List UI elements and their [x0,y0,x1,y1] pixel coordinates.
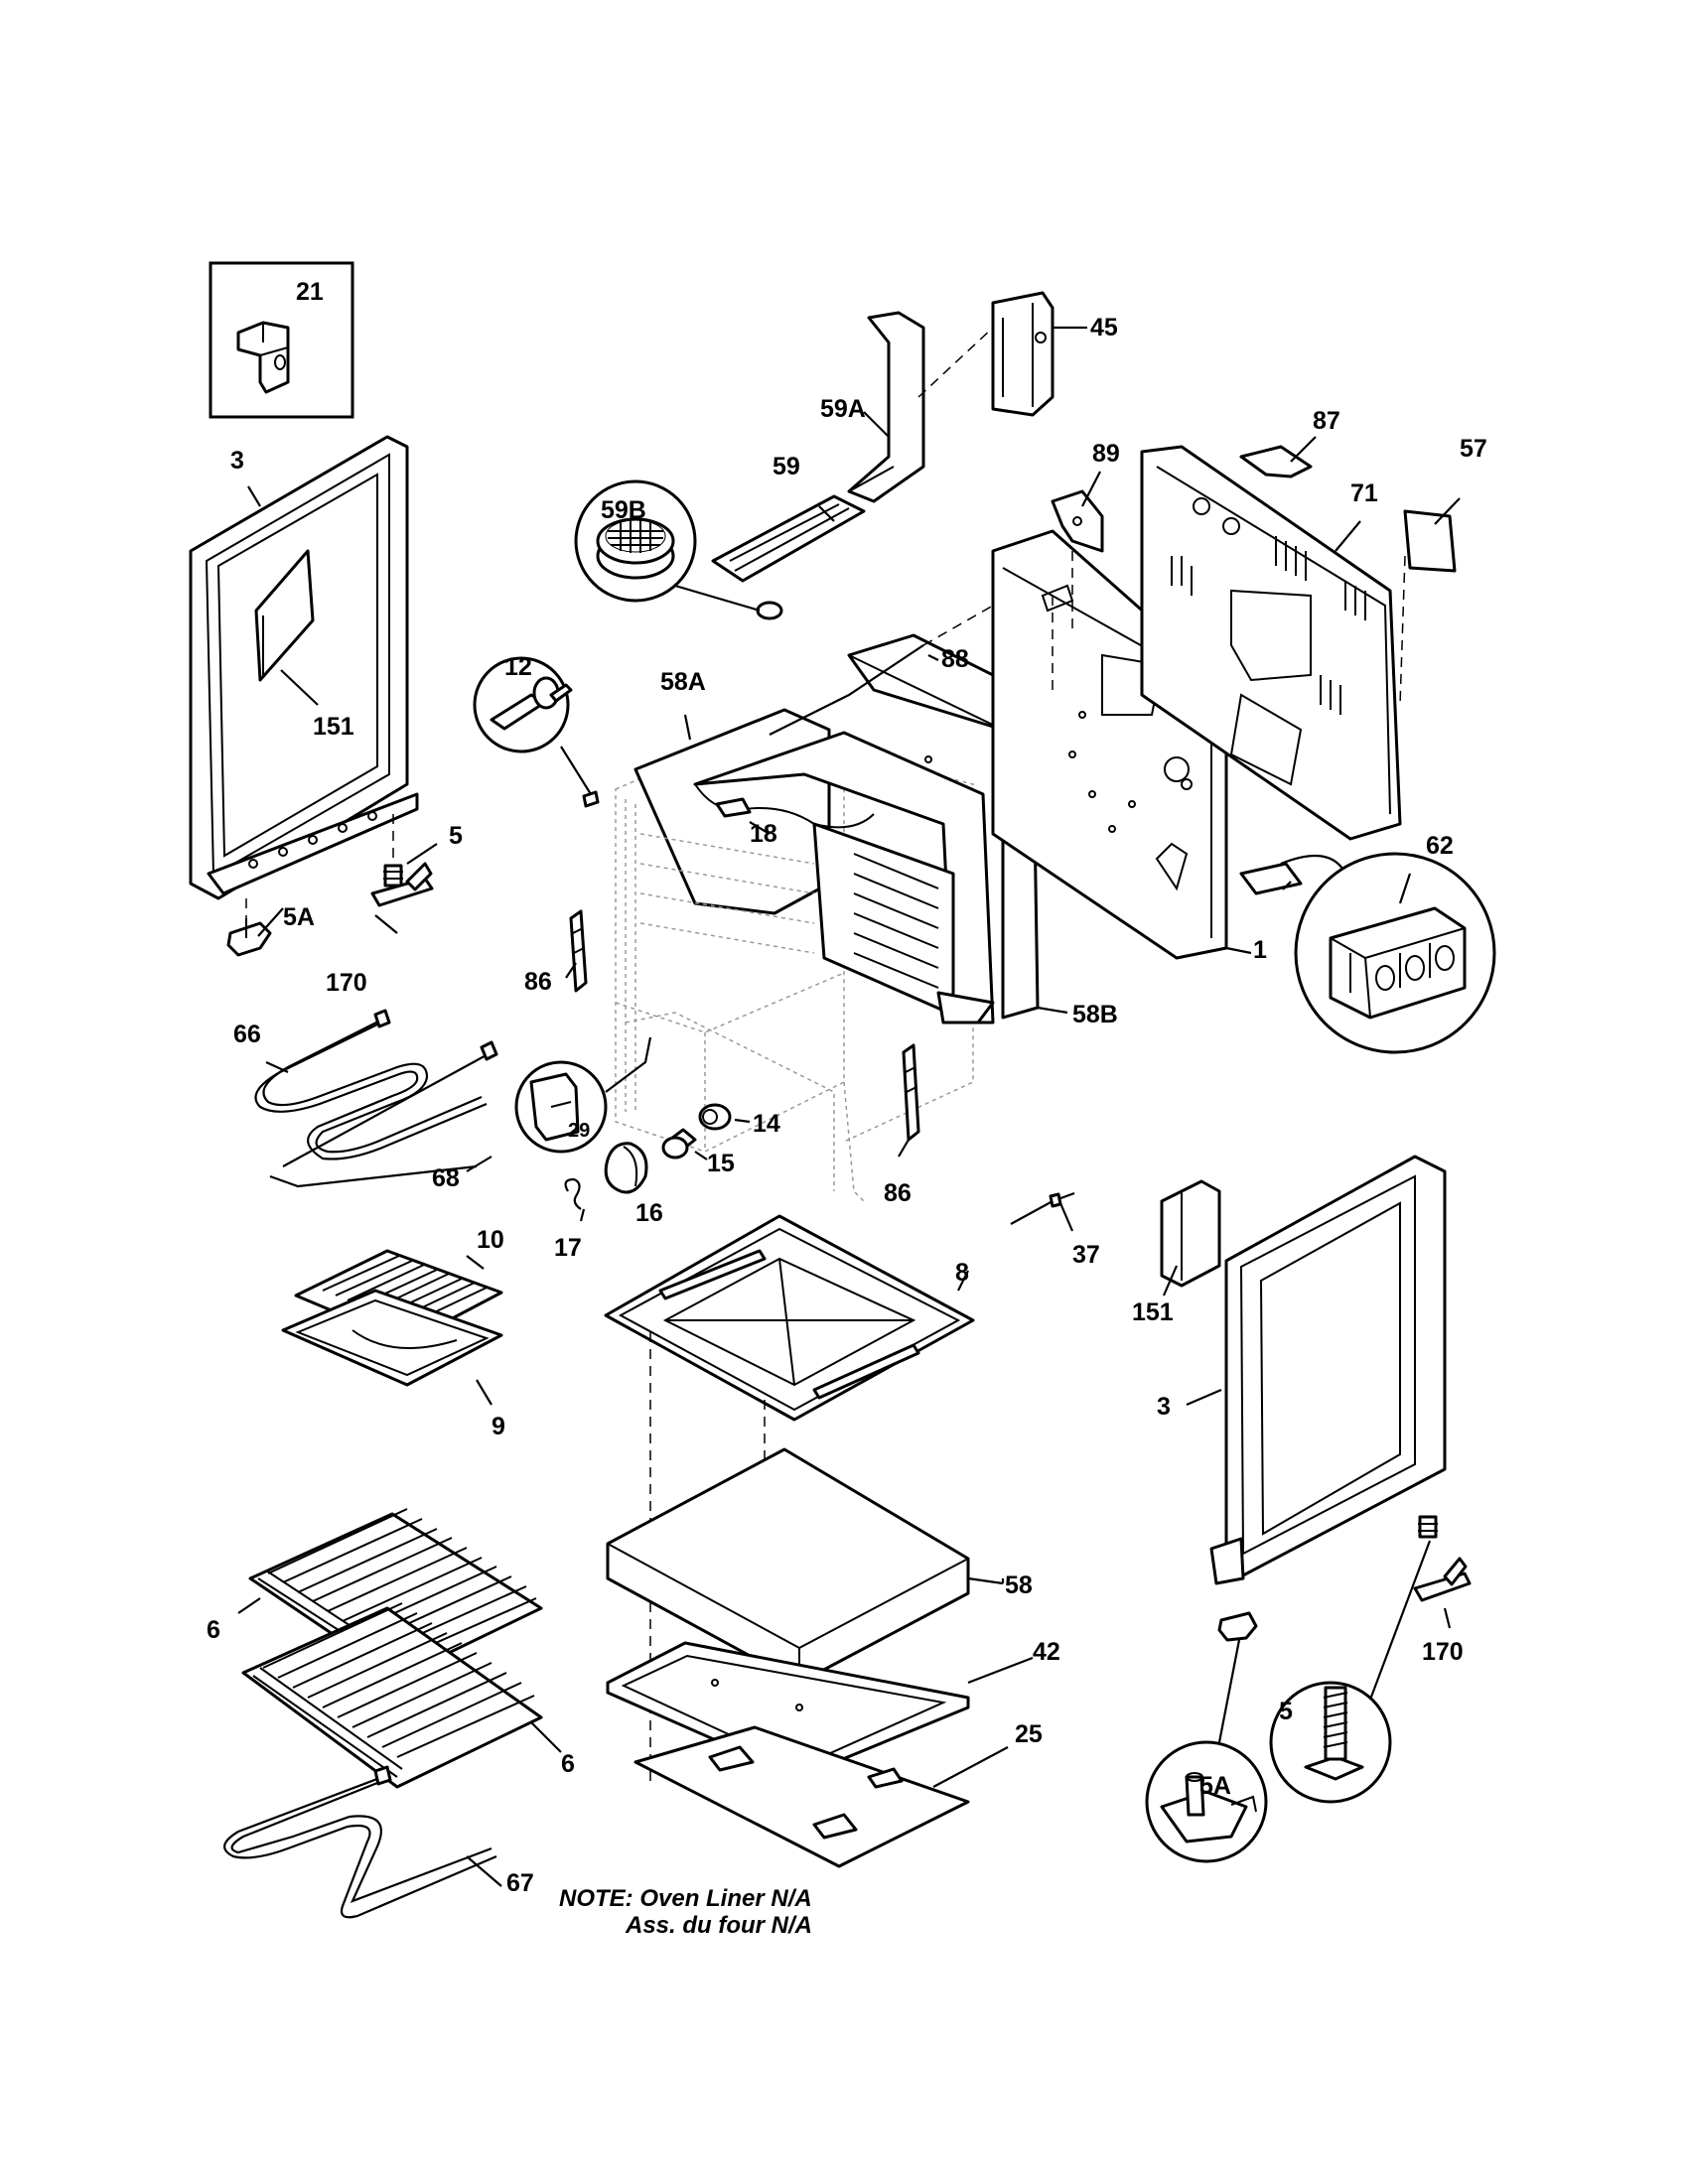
label-37: 37 [1072,1241,1100,1269]
label-3-left: 3 [230,447,244,475]
clip-87 [1239,445,1313,478]
label-87: 87 [1313,407,1340,435]
label-29: 29 [568,1120,590,1142]
label-57: 57 [1460,435,1487,463]
part-12-inset [473,656,600,808]
lamp-lens-16 [604,1142,648,1194]
label-9: 9 [492,1413,505,1440]
rear-cover-71 [1140,445,1402,841]
cover-plate-57 [1403,509,1457,573]
label-17: 17 [554,1234,582,1262]
storage-cover-25 [633,1725,970,1868]
label-86-left: 86 [524,968,552,996]
label-25: 25 [1015,1720,1043,1748]
label-170-right: 170 [1422,1638,1464,1666]
leg-bracket-left [226,918,272,957]
label-5-right: 5 [1279,1698,1293,1725]
lamp-bulb-15 [661,1128,708,1160]
bake-element-66 [254,1009,488,1160]
wire-37 [1010,1191,1075,1232]
oven-bottom-8 [604,1214,975,1422]
label-10: 10 [477,1226,504,1254]
label-151-right: 151 [1132,1298,1174,1326]
broiler-pan-9 [281,1289,503,1387]
leveling-leg-left [383,864,403,887]
anti-tip-bracket-left [370,862,434,907]
label-1: 1 [1253,936,1267,964]
wire-88 [769,605,994,736]
vent-box-45 [991,291,1055,417]
rack-supports-ghost [639,833,815,954]
label-66: 66 [233,1021,261,1048]
label-59: 59 [773,453,800,480]
bracket-89 [1051,489,1104,635]
leveling-leg-inset [1269,1540,1432,1804]
label-62: 62 [1426,832,1454,860]
label-86-right: 86 [884,1179,912,1207]
broil-element-68 [269,1040,498,1188]
label-18: 18 [750,820,777,848]
vent-duct-59 [711,494,866,583]
label-5A-left: 5A [283,903,315,931]
label-5-left: 5 [449,822,463,850]
part-labels: 21 45 59A 87 57 3 89 71 59 59B 12 58A 88… [207,278,1487,1897]
lens-clip-17 [564,1177,582,1210]
label-58: 58 [1005,1571,1033,1599]
label-68: 68 [432,1164,460,1192]
note-line-1: NOTE: Oven Liner N/A [559,1885,812,1912]
insulation-wrap-58A [633,708,995,1024]
label-12: 12 [504,653,532,681]
label-151-left: 151 [313,713,354,741]
label-59B: 59B [601,496,646,524]
part-29-inset [514,1036,652,1154]
bake-element-67 [223,1765,497,1919]
oven-rack-6-bottom [241,1602,543,1789]
label-88: 88 [941,645,969,673]
leveling-leg-right [1418,1515,1438,1539]
rack-slide-86-right [902,1043,920,1142]
label-58A: 58A [660,668,706,696]
label-8: 8 [955,1259,969,1287]
bottom-insulation-58 [606,1447,970,1685]
label-6-top: 6 [207,1616,220,1644]
label-170-left: 170 [326,969,367,997]
vent-duct-59A [847,311,925,503]
leg-bracket-inset [1145,1639,1268,1863]
label-16: 16 [635,1199,663,1227]
label-3-right: 3 [1157,1393,1171,1421]
label-67: 67 [506,1869,534,1897]
vent-screen-59B-inset [574,479,783,620]
note: NOTE: Oven Liner N/A Ass. du four N/A [559,1885,812,1939]
label-89: 89 [1092,440,1120,468]
leader-lines [237,326,1461,1887]
left-side-panel [189,435,419,900]
anti-tip-bracket-right [1413,1557,1472,1602]
part-21-inset [209,261,354,419]
label-45: 45 [1090,314,1118,341]
side-bracket-151-right [1160,1179,1221,1288]
label-5A-right: 5A [1199,1772,1231,1800]
leg-bracket-right [1217,1611,1258,1642]
label-14: 14 [753,1110,780,1138]
label-42: 42 [1033,1638,1060,1666]
label-58B: 58B [1072,1001,1118,1028]
right-side-panel [1209,1155,1447,1585]
terminal-block-62 [1239,852,1496,1054]
label-15: 15 [707,1150,735,1177]
rack-slide-86-left [569,909,588,993]
lamp-socket-14 [698,1103,751,1131]
label-59A: 59A [820,395,866,423]
note-line-2: Ass. du four N/A [625,1912,812,1939]
label-6-bottom: 6 [561,1750,575,1778]
label-71: 71 [1350,479,1378,507]
label-21: 21 [296,278,324,306]
